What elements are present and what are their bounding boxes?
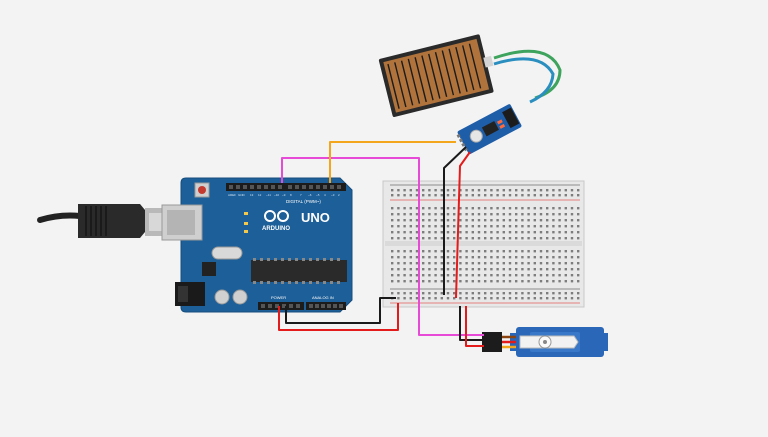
svg-text:AREF: AREF <box>228 193 236 197</box>
wire-gnd-sensor <box>443 146 467 295</box>
digital-header-label: DIGITAL (PWM~) <box>286 199 321 204</box>
wire-signal-sensor <box>329 141 456 183</box>
svg-text:~5: ~5 <box>316 193 320 197</box>
wires <box>278 141 484 347</box>
wire-gnd-arduino <box>285 297 396 324</box>
arduino-brand-label: ARDUINO <box>262 226 290 232</box>
wire-vcc-sensor <box>455 151 471 299</box>
svg-text:13: 13 <box>250 193 254 197</box>
wire-gnd-servo <box>459 306 484 341</box>
arduino-logo <box>264 210 289 222</box>
rain-sensor-plate <box>378 34 494 117</box>
svg-text:~10: ~10 <box>274 193 279 197</box>
sensor-cable-blue <box>493 57 555 104</box>
svg-text:2: 2 <box>338 193 340 197</box>
wire-signal-servo <box>281 157 484 336</box>
servo-connector <box>482 332 502 352</box>
power-header <box>258 302 304 310</box>
analog-header-label: ANALOG IN <box>312 295 334 300</box>
atmega-chip <box>251 260 347 282</box>
servo-cable <box>482 332 516 352</box>
breadboard <box>382 180 585 308</box>
breadboard-holes <box>391 189 580 300</box>
digital-header <box>226 183 346 191</box>
svg-text:8: 8 <box>290 193 292 197</box>
svg-text:~6: ~6 <box>308 193 312 197</box>
power-header-label: POWER <box>271 295 286 300</box>
wire-vcc-servo <box>465 306 484 347</box>
svg-text:~9: ~9 <box>282 193 286 197</box>
svg-text:4: 4 <box>324 193 326 197</box>
rain-sensor-module <box>456 104 522 154</box>
wire-5v-arduino <box>278 303 399 331</box>
sensor-cable-green <box>493 49 562 100</box>
svg-text:12: 12 <box>258 193 262 197</box>
svg-text:~3: ~3 <box>331 193 335 197</box>
servo-motor <box>510 327 608 357</box>
svg-text:7: 7 <box>300 193 302 197</box>
arduino-model-label: UNO <box>301 210 330 225</box>
svg-text:~11: ~11 <box>266 193 271 197</box>
usb-cable <box>37 204 171 238</box>
analog-header <box>306 302 346 310</box>
svg-text:GND: GND <box>238 193 246 197</box>
